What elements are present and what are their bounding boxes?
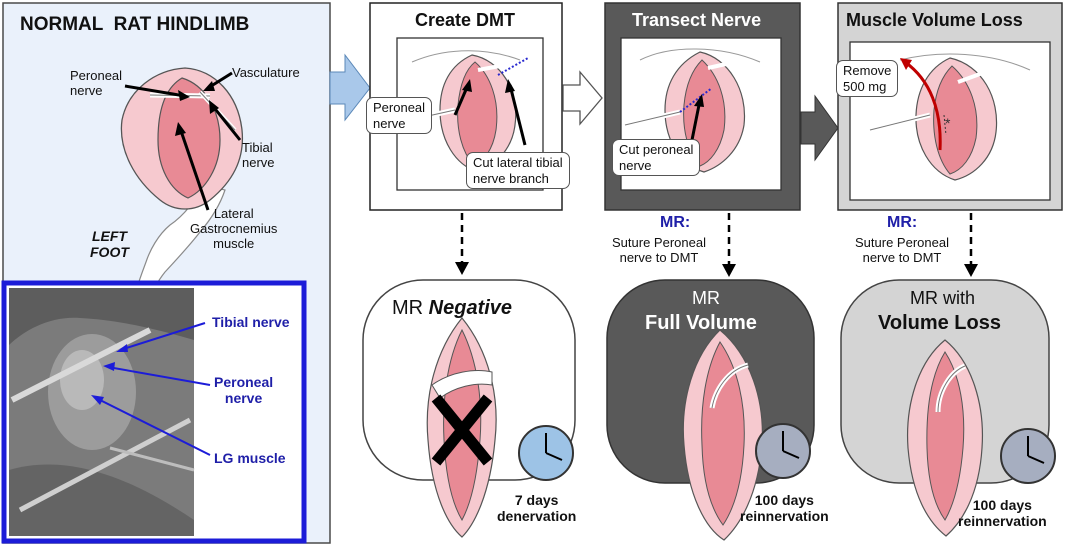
panel-transect-nerve: [604, 2, 801, 211]
photo-label-lg: LG muscle: [214, 450, 286, 466]
result-negative-heading: MR Negative: [392, 297, 512, 320]
step-arrow-2: [562, 70, 603, 126]
result-negative-em: Negative: [428, 297, 513, 319]
photo-label-tibial: Tibial nerve: [212, 314, 290, 330]
photo-label-peroneal: Peroneal nerve: [214, 374, 274, 407]
panel-volume-title: Muscle Volume Loss: [846, 10, 1023, 30]
label-left-foot: LEFT FOOT: [90, 228, 129, 261]
result-full-volume: [606, 279, 815, 541]
result-loss-line2: Volume Loss: [878, 312, 1001, 334]
mr-label-1: MR:: [660, 214, 691, 231]
result-loss-caption: 100 days reinnervation: [958, 497, 1047, 530]
dashed-arrow-2: [722, 213, 736, 277]
result-negative: [362, 279, 576, 538]
dashed-arrow-1: [455, 213, 469, 275]
result-full-caption: 100 days reinnervation: [740, 492, 829, 525]
label-peroneal-nerve: Peroneal nerve: [70, 68, 123, 98]
clock-icon: [755, 423, 811, 479]
callout-transect-cut: Cut peroneal nerve: [612, 139, 701, 177]
dashed-arrow-3: [964, 213, 978, 277]
panel-normal-title: NORMAL RAT HINDLIMB: [20, 14, 250, 35]
clock-icon: [1000, 428, 1056, 484]
result-full-line1: MR: [692, 288, 720, 308]
mr-label-2: MR:: [887, 214, 918, 231]
callout-remove: Remove 500 mg: [836, 60, 899, 98]
label-tibial-nerve: Tibial nerve: [242, 140, 275, 170]
result-negative-caption: 7 days denervation: [497, 492, 577, 525]
result-loss-line1: MR with: [910, 288, 976, 308]
mr-text-1: Suture Peroneal nerve to DMT: [612, 235, 706, 265]
clock-icon: [518, 425, 574, 481]
callout-dmt-peroneal: Peroneal nerve: [366, 97, 433, 135]
panel-transect-title: Transect Nerve: [632, 10, 762, 30]
panel-dmt-title: Create DMT: [415, 10, 516, 30]
callout-dmt-cut: Cut lateral tibial nerve branch: [466, 152, 570, 190]
result-negative-prefix: MR: [392, 297, 429, 319]
result-full-line2: Full Volume: [645, 312, 757, 334]
label-vasculature: Vasculature: [232, 65, 300, 80]
mr-text-2: Suture Peroneal nerve to DMT: [855, 235, 949, 265]
step-arrow-3: [800, 94, 839, 162]
result-volume-loss: [840, 279, 1056, 537]
svg-text:*: *: [945, 115, 951, 131]
photo-inset: [1, 280, 307, 544]
panel-volume-loss: *: [837, 2, 1063, 211]
step-arrow-1: [329, 53, 371, 122]
label-lateral-gastrocnemius: Lateral Gastrocnemius muscle: [190, 206, 278, 251]
